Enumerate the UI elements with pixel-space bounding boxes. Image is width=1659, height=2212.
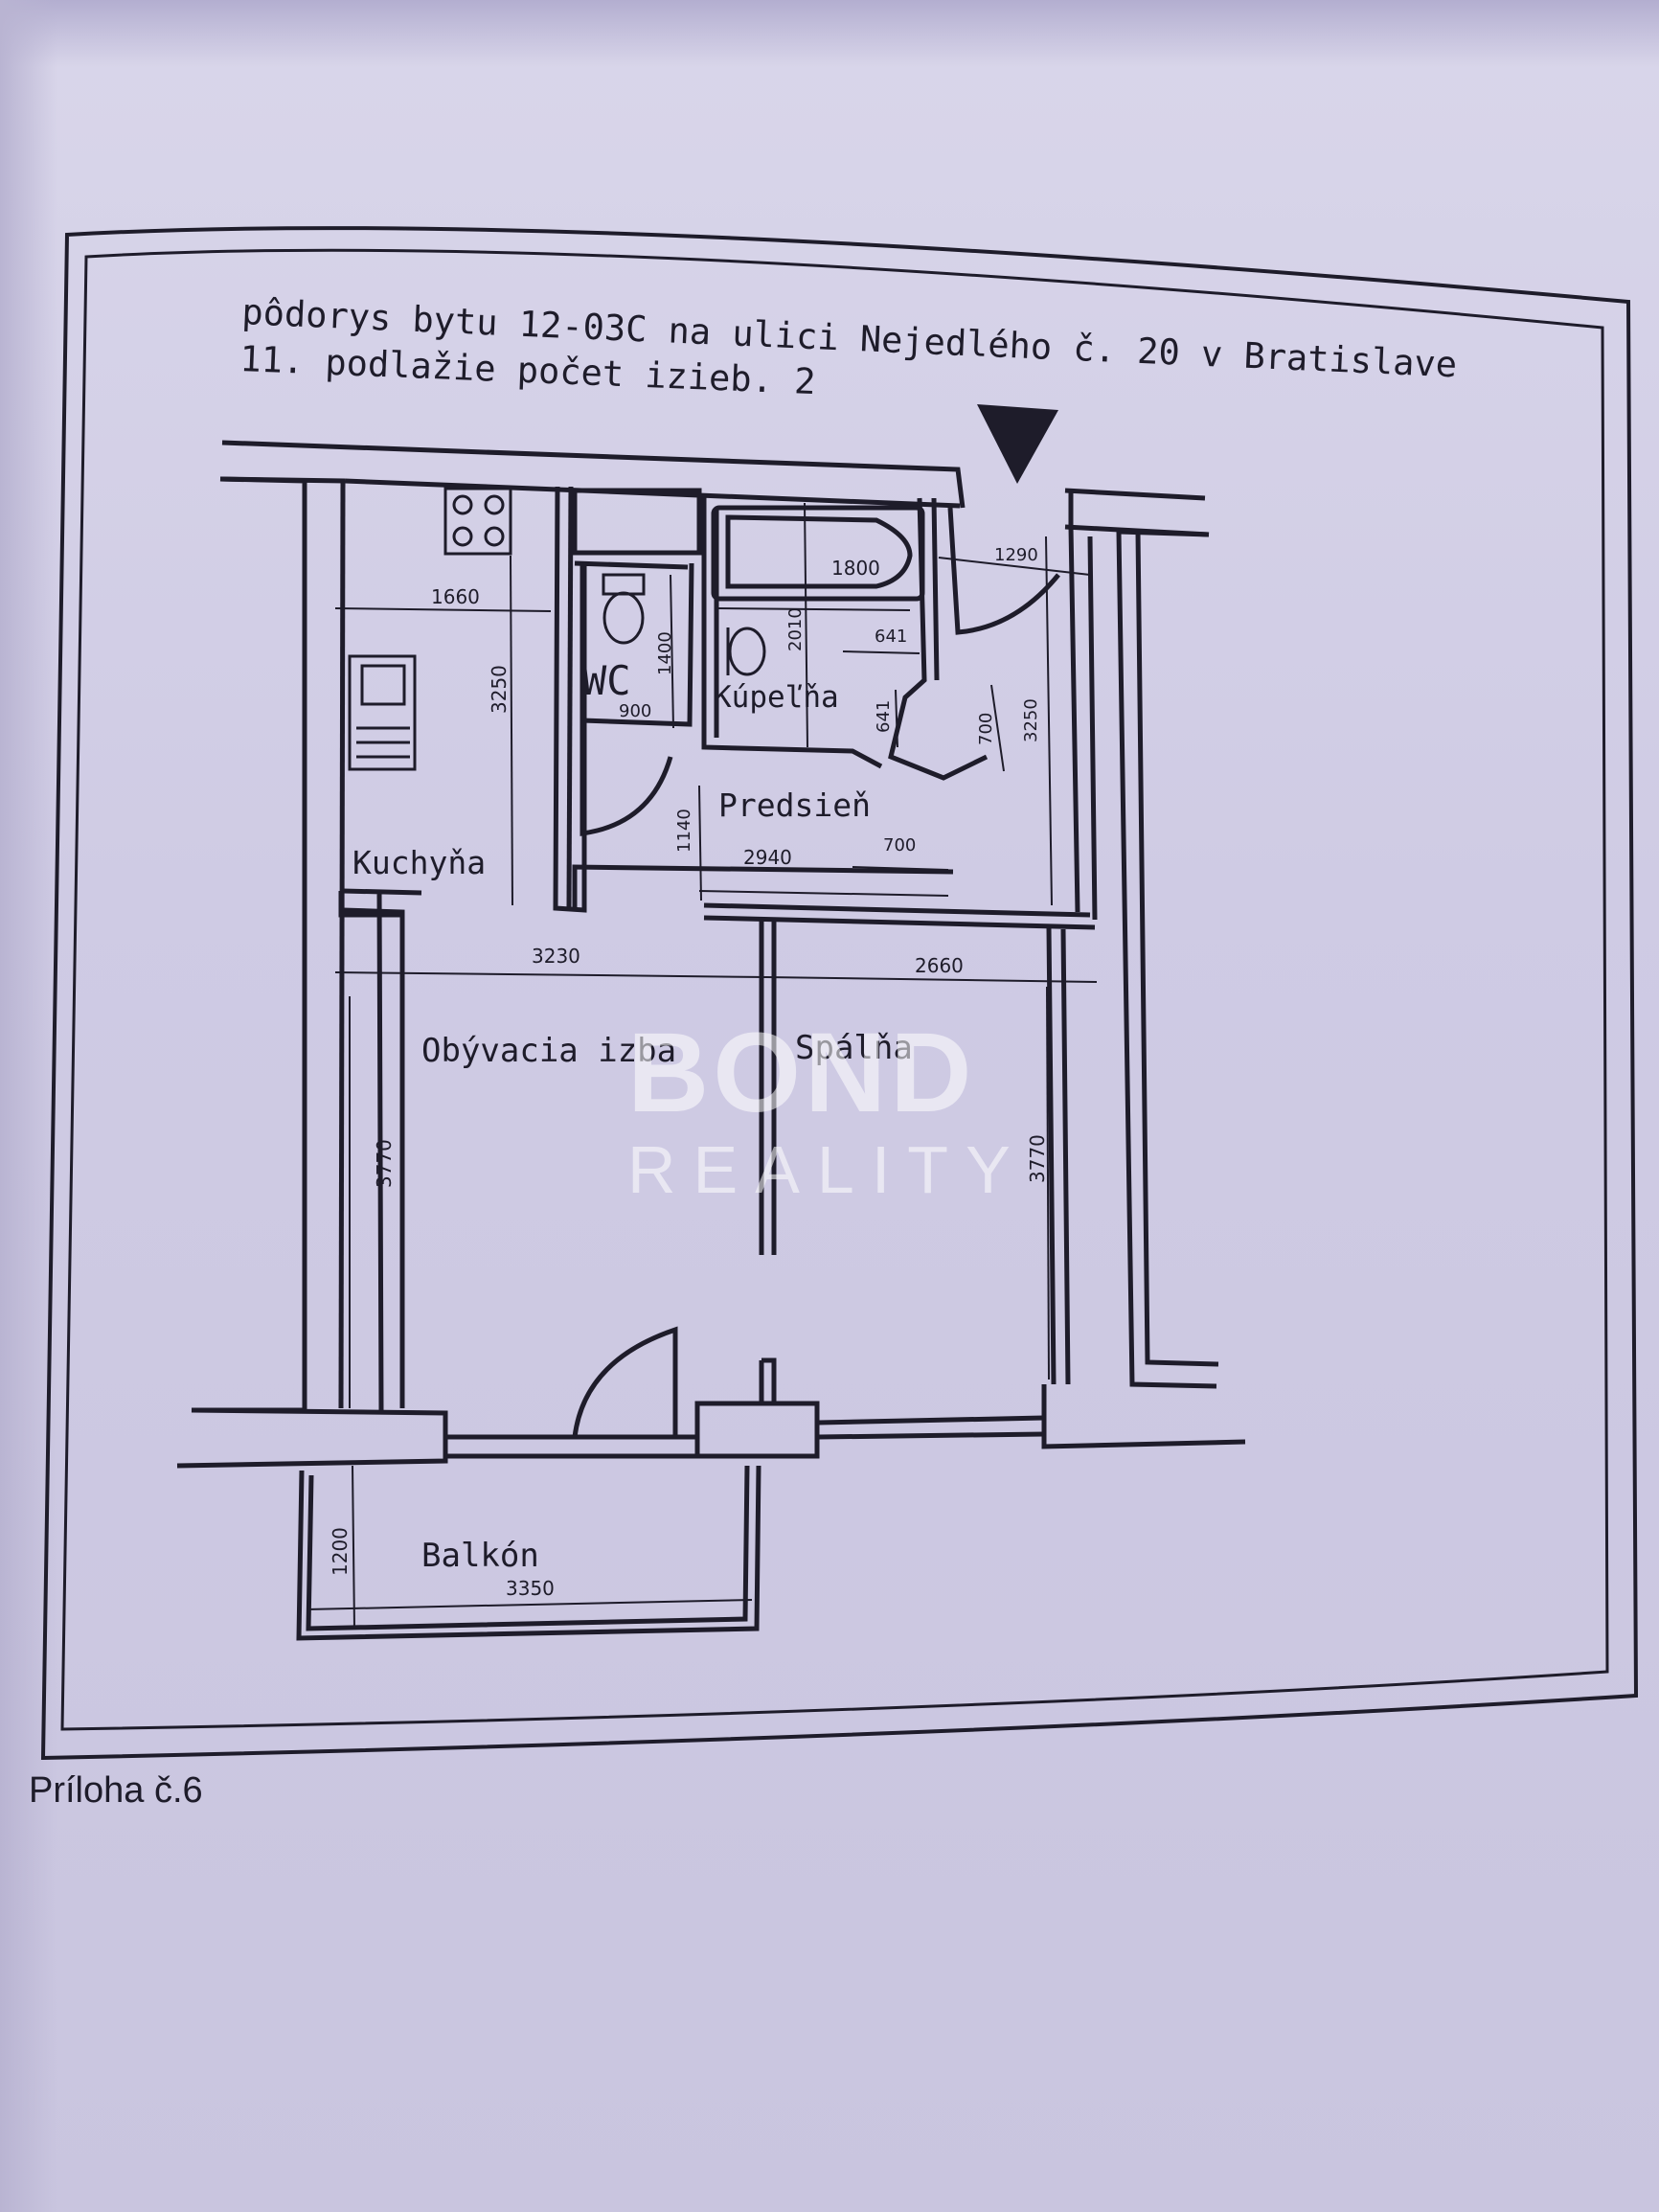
inner-frame xyxy=(60,248,1609,1731)
stove-icon xyxy=(443,487,512,556)
watermark-subtitle: REALITY xyxy=(627,1132,1028,1207)
dim-entry-door: 1290 xyxy=(994,545,1038,565)
washbasin-icon xyxy=(726,627,766,676)
dim-closet-h: 700 xyxy=(976,713,996,745)
dim-balcony-depth: 1200 xyxy=(329,1527,352,1576)
dim-bedroom-depth: 3770 xyxy=(1026,1134,1049,1183)
room-label-hall: Predsieň xyxy=(718,787,871,824)
dim-bath-corner-w: 641 xyxy=(875,627,907,647)
appendix-caption: Príloha č.6 xyxy=(29,1770,203,1811)
top-shadow xyxy=(0,0,1659,67)
dim-wc-depth: 1400 xyxy=(655,631,675,675)
dim-hall-depth: 1140 xyxy=(674,809,694,853)
dim-bath-corner-h: 641 xyxy=(874,700,894,733)
dim-living-depth: 3770 xyxy=(373,1139,396,1188)
walls xyxy=(176,440,1246,1641)
dim-kitchen-depth: 3250 xyxy=(488,665,511,714)
outer-frame xyxy=(40,226,1639,1761)
room-label-wc: WC xyxy=(582,657,631,704)
dim-closet-w: 700 xyxy=(883,835,916,855)
dim-bath-length: 1800 xyxy=(831,557,880,580)
room-label-kitchen: Kuchyňa xyxy=(352,844,486,881)
room-label-bathroom: Kúpeľňa xyxy=(714,680,839,715)
dim-hall-width: 2940 xyxy=(743,846,792,869)
dim-kitchen-width: 1660 xyxy=(431,585,480,608)
dim-entry-depth: 3250 xyxy=(1021,698,1041,742)
toilet-icon xyxy=(602,573,646,645)
page-shadow xyxy=(0,0,57,2212)
dim-balcony-width: 3350 xyxy=(506,1577,555,1600)
watermark-brand: BOND xyxy=(627,1010,975,1136)
dim-bath-depth: 2010 xyxy=(785,607,806,651)
sink-icon xyxy=(348,654,417,771)
dim-wc-width: 900 xyxy=(619,701,651,721)
dimension-lines xyxy=(306,502,1098,1630)
room-label-balcony: Balkón xyxy=(421,1537,539,1575)
room-label-living: Obývacia izba xyxy=(421,1032,676,1070)
dim-living-width: 3230 xyxy=(532,945,580,968)
room-label-bedroom: Spálňa xyxy=(795,1029,913,1067)
dim-bedroom-width: 2660 xyxy=(915,954,964,977)
entrance-arrow-icon xyxy=(977,404,1058,484)
